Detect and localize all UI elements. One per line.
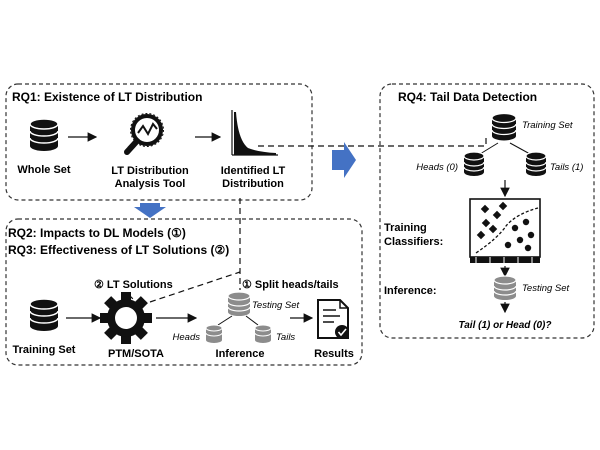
- testing-set-label: Testing Set: [252, 300, 300, 311]
- rq4-panel: RQ4: Tail Data Detection Training Set He…: [379, 83, 595, 339]
- whole-set-database-icon: [29, 118, 59, 151]
- training-classifiers-label-line1: Training: [384, 222, 427, 234]
- rq23-panel: RQ2: Impacts to DL Models (①) RQ3: Effec…: [5, 218, 363, 366]
- rq4-testing-set-label: Testing Set: [522, 283, 570, 294]
- dashed-lt-solutions-to-gear: [129, 295, 135, 301]
- rq4-training-set-database-icon: [491, 112, 517, 141]
- training-set-label: Training Set: [13, 344, 76, 356]
- training-classifiers-label-line2: Classifiers:: [384, 236, 443, 248]
- rq1-panel: RQ1: Existence of LT Distribution Whole …: [5, 83, 313, 201]
- rq4-heads-label: Heads (0): [416, 162, 458, 173]
- tool-label-line1: LT Distribution: [111, 165, 189, 177]
- tails-label: Tails: [276, 332, 295, 343]
- rq2-title: RQ2: Impacts to DL Models (①): [8, 226, 186, 240]
- rq4-training-set-label: Training Set: [522, 120, 573, 131]
- rq3-title: RQ3: Effectiveness of LT Solutions (②): [8, 243, 229, 257]
- lt-solutions-label: ② LT Solutions: [94, 279, 173, 291]
- tails-database-icon: [254, 324, 272, 343]
- whole-set-label: Whole Set: [17, 164, 71, 176]
- magnifier-analysis-icon: [124, 113, 164, 155]
- rq4-testing-set-database-icon: [493, 275, 517, 300]
- gear-icon: [100, 292, 152, 344]
- blue-down-arrow: [134, 203, 166, 218]
- heads-label: Heads: [173, 332, 201, 343]
- rq4-split-line-heads: [479, 142, 499, 155]
- testing-set-database-icon: [227, 291, 251, 316]
- tail-or-head-question: Tail (1) or Head (0)?: [459, 320, 552, 331]
- inference-label: Inference: [216, 348, 265, 360]
- dashed-connector-to-rq4: [258, 138, 487, 147]
- rq1-title: RQ1: Existence of LT Distribution: [12, 90, 202, 104]
- rq4-split-line-tails: [509, 142, 531, 155]
- split-line-tails: [245, 315, 259, 326]
- identified-label-line2: Distribution: [222, 178, 284, 190]
- results-label: Results: [314, 348, 354, 360]
- ptm-sota-label: PTM/SOTA: [108, 348, 164, 360]
- results-document-icon: [317, 299, 349, 339]
- long-tail-chart-icon: [231, 110, 278, 156]
- identified-label-line1: Identified LT: [221, 165, 286, 177]
- blue-right-arrow: [332, 142, 356, 178]
- rq4-inference-label: Inference:: [384, 285, 437, 297]
- split-line-heads: [217, 315, 233, 326]
- rq4-tails-database-icon: [525, 151, 547, 176]
- rq4-title: RQ4: Tail Data Detection: [398, 90, 537, 104]
- rq4-tails-label: Tails (1): [550, 162, 583, 173]
- dashed-gear-to-split: [149, 271, 241, 303]
- classifier-scatter-icon: [469, 198, 541, 263]
- rq4-heads-database-icon: [463, 151, 485, 176]
- split-heads-tails-label: ① Split heads/tails: [242, 279, 339, 291]
- training-set-database-icon: [29, 298, 59, 331]
- heads-database-icon: [205, 324, 223, 343]
- tool-label-line2: Analysis Tool: [115, 178, 186, 190]
